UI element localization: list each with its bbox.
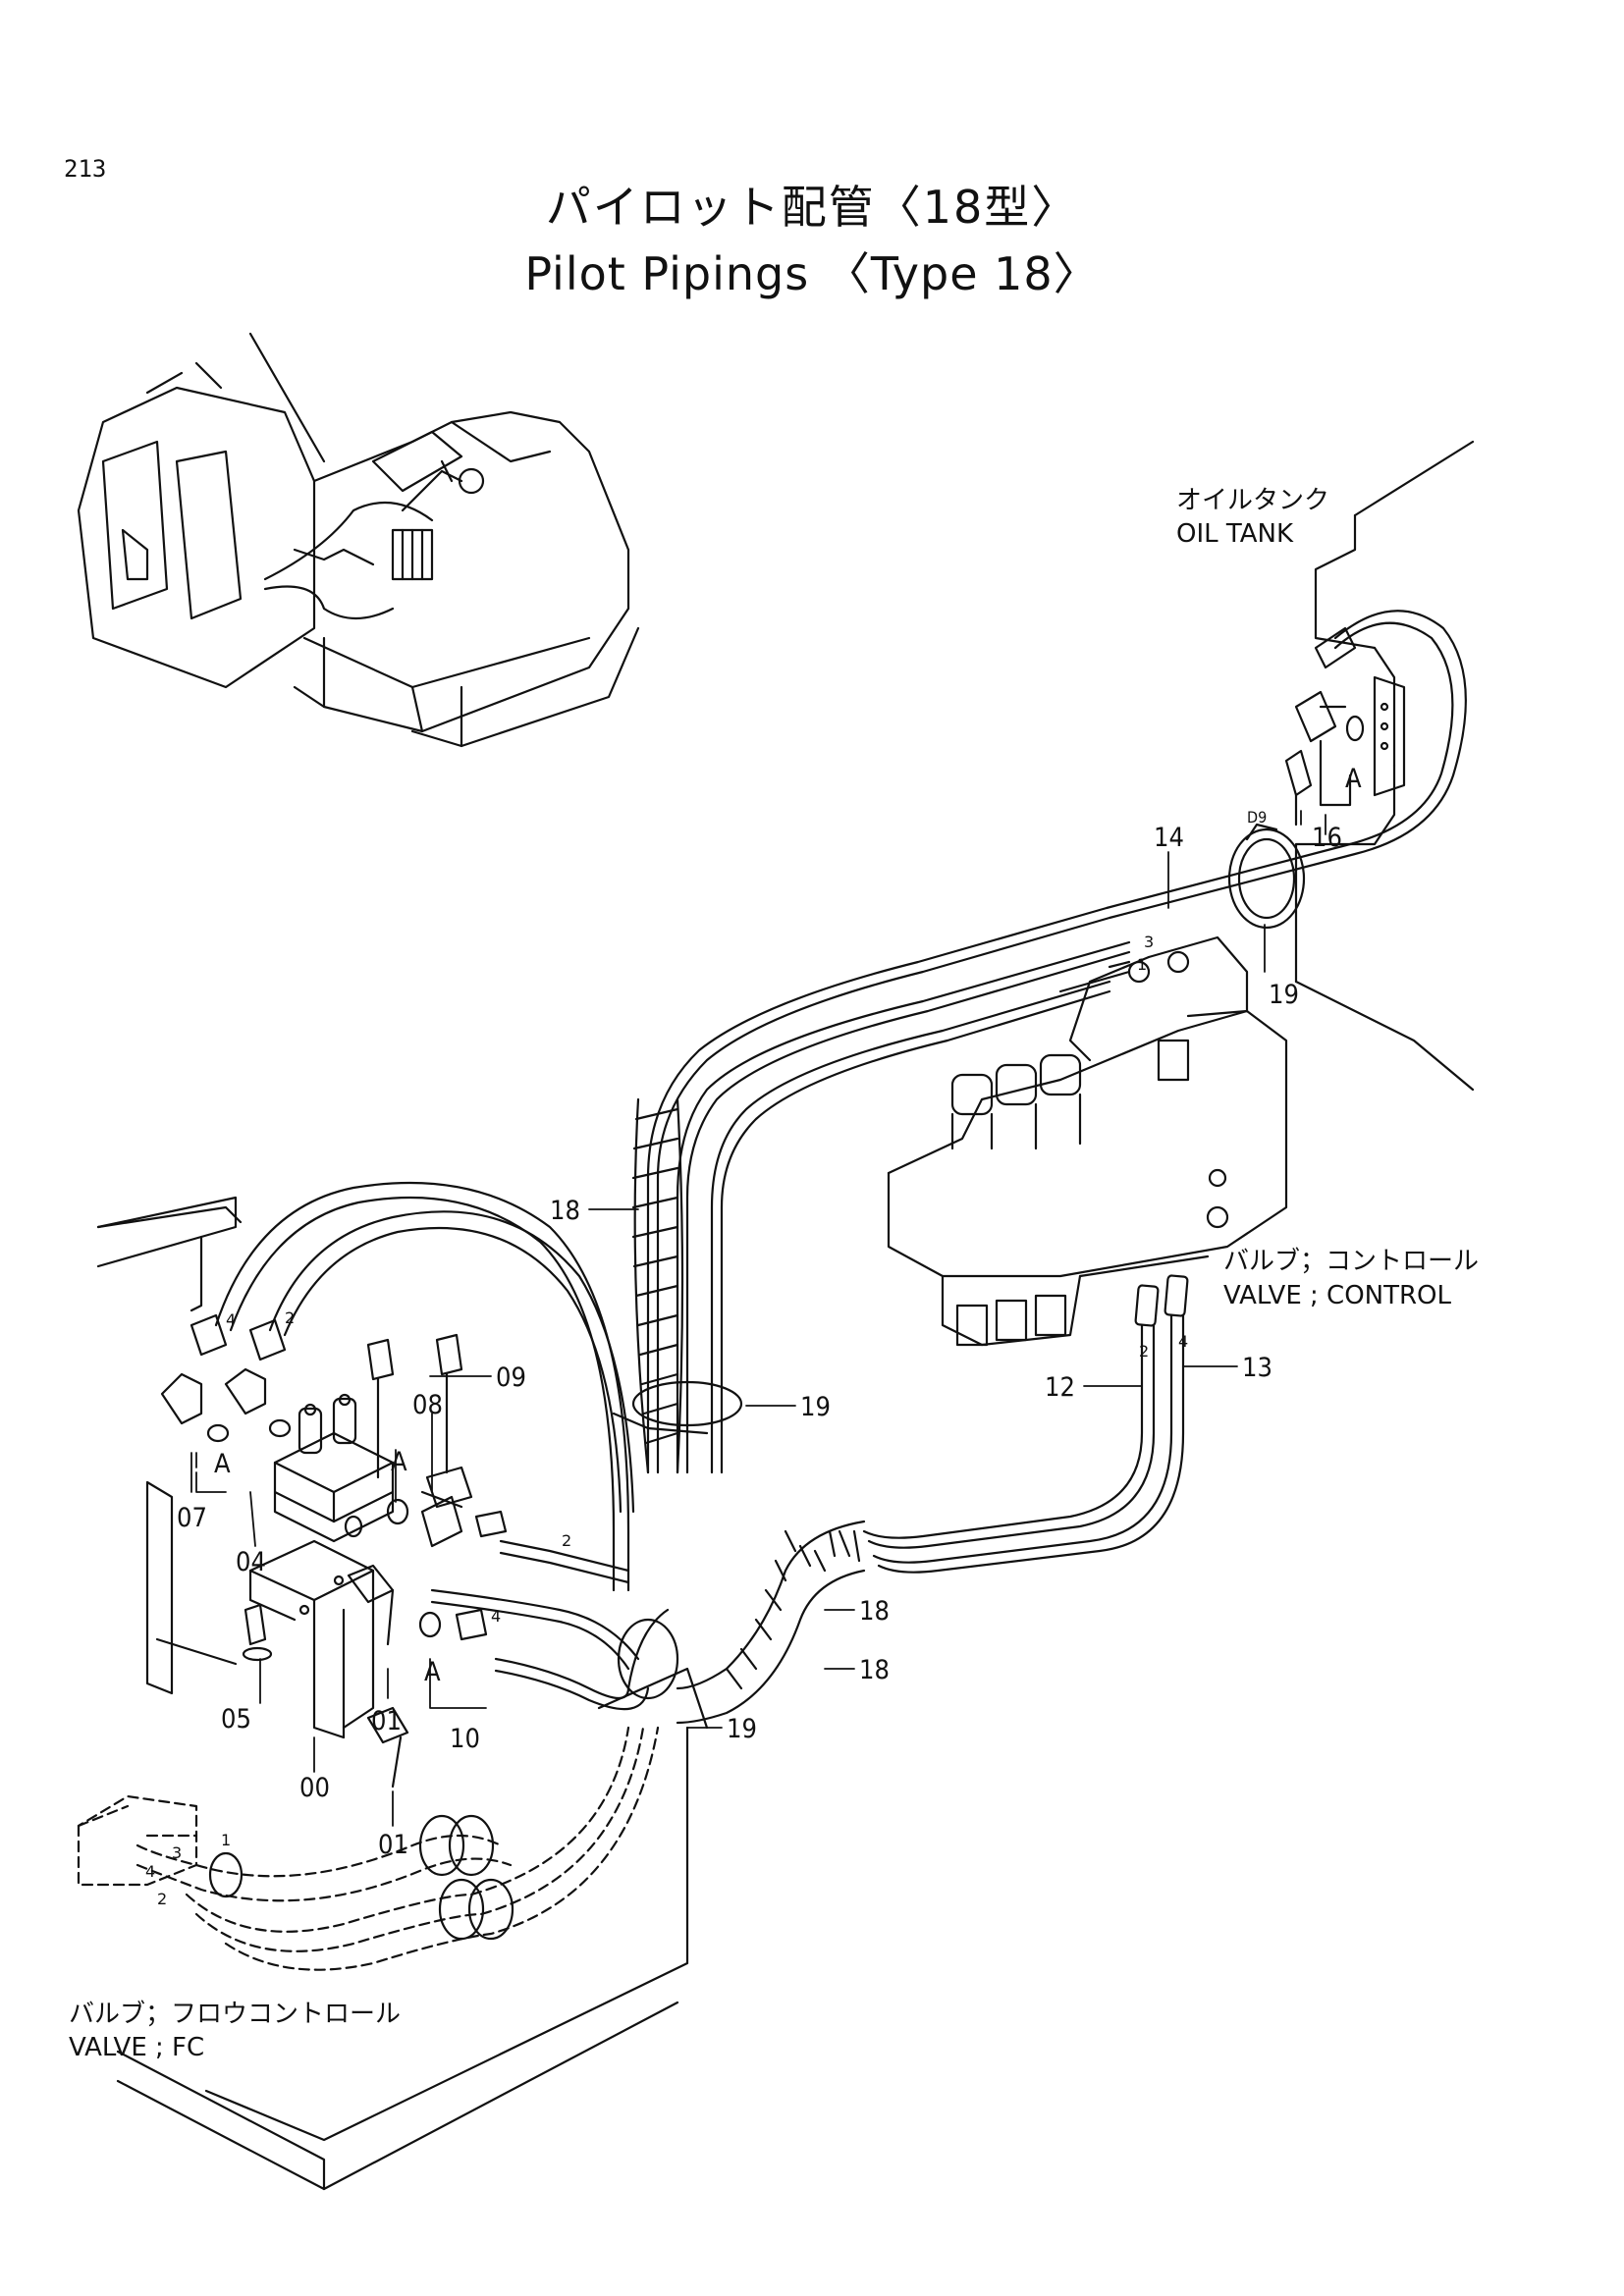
valve-fc-label-ja: バルブ；フロウコントロール <box>69 2000 401 2029</box>
part-number-08: 08 <box>412 1390 443 1420</box>
title-japanese: パイロット配管〈18型〉 <box>545 181 1079 234</box>
flow-control-valve <box>77 1726 660 1971</box>
frame-left-upper <box>96 1205 243 1229</box>
part-number-09: 09 <box>496 1362 526 1393</box>
port-label-d9: D9 <box>1247 808 1267 827</box>
part-number-18-top: 18 <box>550 1196 580 1226</box>
clamp-19-top <box>1227 823 1306 930</box>
port-mark-2-fc: 2 <box>157 1890 167 1908</box>
oil-tank-label-en: OIL TANK <box>1176 519 1294 549</box>
title-english: Pilot Pipings 〈Type 18〉 <box>524 247 1100 300</box>
part-number-13: 13 <box>1242 1353 1272 1383</box>
part-number-04: 04 <box>236 1547 266 1577</box>
fitting-09 <box>425 1333 473 1509</box>
tee-fitting-16 <box>1284 626 1365 827</box>
floor-panel <box>116 1726 689 2191</box>
part-number-00: 00 <box>299 1773 330 1803</box>
port-mark-1-fc: 1 <box>221 1831 231 1849</box>
part-number-01-a: 01 <box>371 1706 402 1736</box>
port-mark-2-mid: 2 <box>562 1531 571 1550</box>
valve-control-label-en: VALVE ; CONTROL <box>1223 1281 1452 1310</box>
bolts-01 <box>347 1564 409 1789</box>
port-mark-1-cv: 1 <box>1137 955 1147 974</box>
mounting-plate <box>96 1196 238 1695</box>
page-number: 213 <box>64 155 107 183</box>
pipe-14 <box>646 610 1467 1474</box>
oil-tank-label-ja: オイルタンク <box>1176 486 1329 515</box>
port-label-a-bottom: A <box>424 1657 441 1687</box>
part-number-16: 16 <box>1312 823 1342 853</box>
port-mark-2-cv: 2 <box>1139 1342 1149 1361</box>
part-number-14: 14 <box>1154 823 1184 853</box>
port-mark-4-mid: 4 <box>491 1607 501 1626</box>
elbow-fittings-07 <box>160 1367 292 1443</box>
solenoid-block-04 <box>273 1393 395 1543</box>
part-number-18-a: 18 <box>859 1596 890 1627</box>
port-label-a-top: A <box>1345 764 1362 794</box>
part-number-19-top: 19 <box>1269 980 1299 1010</box>
port-mark-3-fc: 3 <box>172 1843 182 1862</box>
port-label-a-left: A <box>214 1449 231 1479</box>
part-number-12: 12 <box>1045 1372 1075 1403</box>
spiral-guard-18-vertical <box>631 1097 684 1474</box>
part-number-19-mid: 19 <box>800 1392 831 1422</box>
port-mark-4-left: 4 <box>226 1310 236 1329</box>
hoses-to-bundle <box>430 1539 670 1711</box>
left-loop-hoses <box>189 1181 635 1592</box>
port-mark-4-cv: 4 <box>1178 1332 1188 1351</box>
part-number-05: 05 <box>221 1704 251 1735</box>
tee-fitting-08 <box>344 1338 463 1548</box>
port-mark-4-fc: 4 <box>145 1862 155 1881</box>
part-number-18-b: 18 <box>859 1655 890 1685</box>
part-number-19-bottom: 19 <box>727 1714 757 1744</box>
hoses-12-13 <box>862 1274 1189 1574</box>
part-number-07: 07 <box>177 1503 207 1533</box>
clamp-19-bottom <box>597 1618 709 1730</box>
bracket-00 <box>248 1539 375 1739</box>
port-label-a-mid: A <box>391 1447 407 1477</box>
port-mark-3-cv: 3 <box>1144 933 1154 951</box>
bolt-05 <box>242 1603 273 1662</box>
part-number-10: 10 <box>450 1724 480 1754</box>
fittings-10 <box>418 1510 508 1641</box>
excavator-overview-illustration <box>77 332 640 748</box>
spiral-guard-18 <box>676 1520 866 1725</box>
valve-fc-label-en: VALVE ; FC <box>69 2033 204 2062</box>
control-valve <box>887 935 1288 1347</box>
part-number-01-b: 01 <box>378 1830 408 1860</box>
oil-tank-outline <box>1294 440 1475 1092</box>
port-mark-2-left: 2 <box>285 1308 295 1327</box>
leader-lines <box>190 810 1326 1827</box>
valve-control-label-ja: バルブ；コントロール <box>1223 1247 1479 1276</box>
